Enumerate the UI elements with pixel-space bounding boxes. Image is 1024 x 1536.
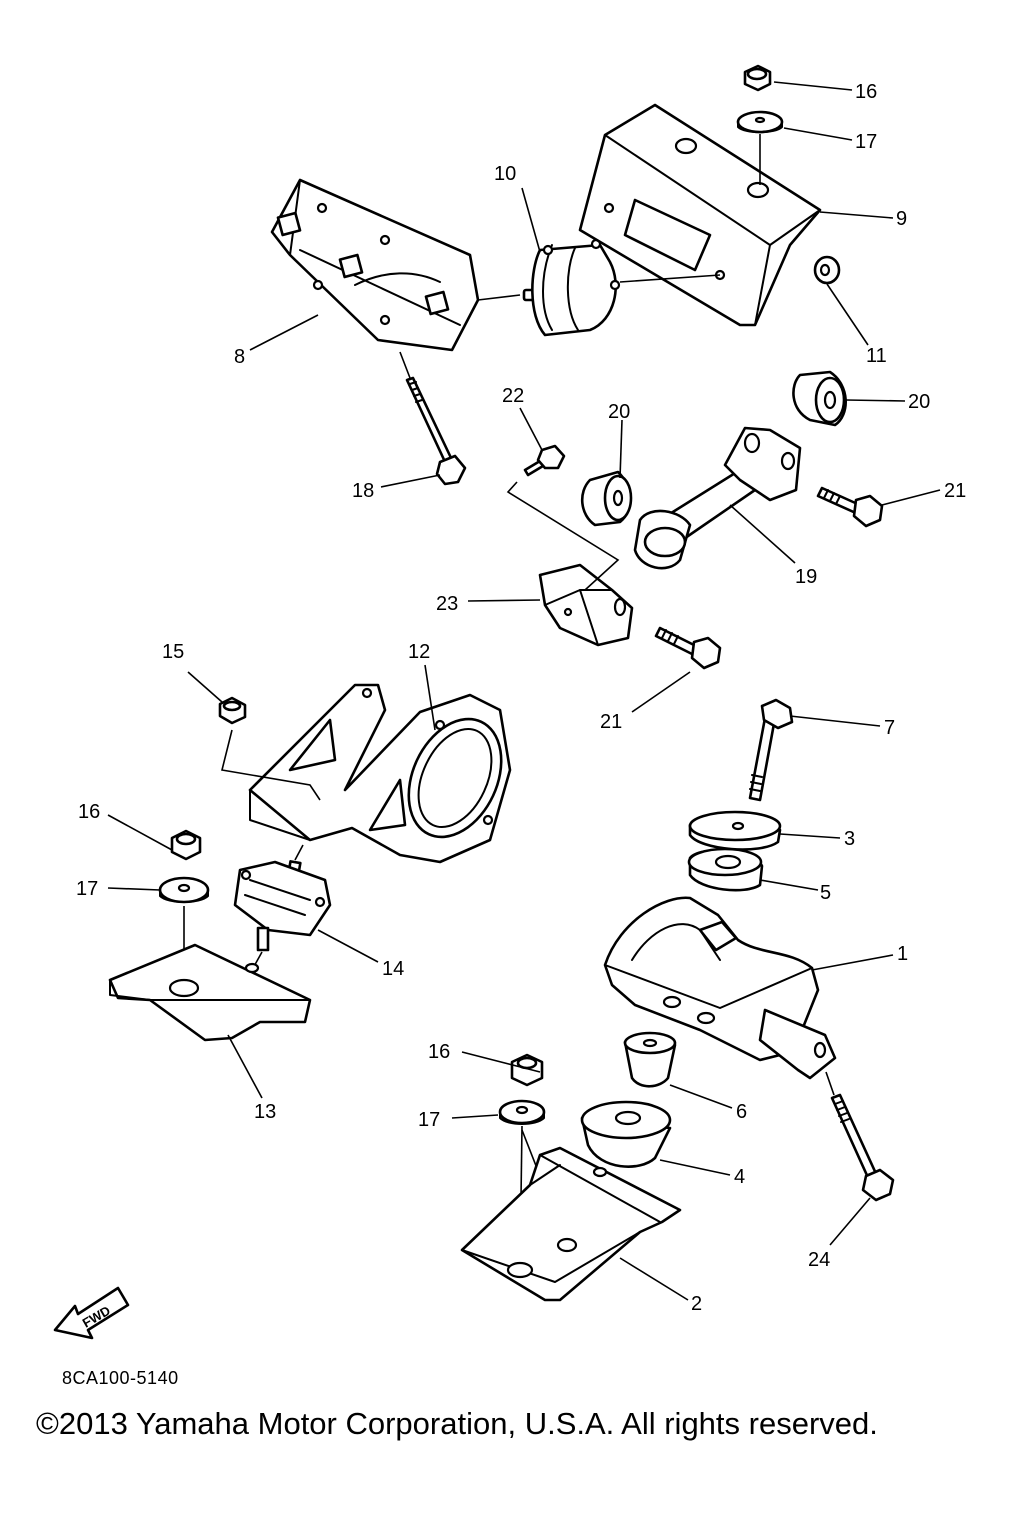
part-4-damper (580, 1100, 672, 1168)
callout-17-left: 17 (76, 878, 98, 900)
part-7-bolt (748, 698, 794, 802)
callout-4: 4 (734, 1166, 745, 1188)
callout-14: 14 (382, 958, 404, 980)
callout-3: 3 (844, 828, 855, 850)
callout-13: 13 (254, 1101, 276, 1123)
part-15-nut (218, 696, 247, 725)
part-1-main-bracket (603, 896, 837, 1080)
callout-21-upper: 21 (944, 480, 966, 502)
part-21-bolt-lower (654, 626, 722, 670)
part-10-rubber-mount (522, 238, 621, 337)
callout-leaders (107, 81, 941, 1301)
callout-17-bottom: 17 (418, 1109, 440, 1131)
part-21-bolt-upper (816, 486, 884, 528)
callout-21-lower: 21 (600, 711, 622, 733)
callout-16-top: 16 (855, 81, 877, 103)
part-17-washer-left (158, 876, 210, 904)
callout-12: 12 (408, 641, 430, 663)
part-16-nut-bottom (510, 1053, 544, 1087)
part-17-washer-bottom (498, 1099, 546, 1125)
part-2-lower-bracket (460, 1146, 682, 1302)
part-12-bracket (248, 683, 512, 864)
part-20-bushing-center (581, 470, 633, 527)
callout-6: 6 (736, 1101, 747, 1123)
callout-8: 8 (234, 346, 245, 368)
callout-23: 23 (436, 593, 458, 615)
part-13-base-plate (108, 943, 312, 1042)
part-6-collar (623, 1031, 677, 1088)
part-18-bolt-long (405, 376, 467, 486)
callout-1: 1 (897, 943, 908, 965)
callout-16-bottom: 16 (428, 1041, 450, 1063)
part-19-torque-link (633, 426, 802, 570)
copyright-notice: ©2013 Yamaha Motor Corporation, U.S.A. A… (36, 1406, 878, 1441)
callout-20-center: 20 (608, 401, 630, 423)
callout-labels: 16 17 9 11 10 8 18 22 20 20 21 19 23 21 … (76, 81, 966, 1315)
part-24-bolt (830, 1093, 895, 1202)
callout-18: 18 (352, 480, 374, 502)
part-16-nut-top (743, 64, 772, 92)
callout-16-left: 16 (78, 801, 100, 823)
part-20-bushing-upper (792, 370, 847, 427)
part-5-rubber-washer (687, 847, 764, 892)
part-22-small-bolt (523, 444, 566, 477)
callout-20-upper: 20 (908, 391, 930, 413)
part-11-collar (813, 255, 841, 285)
callout-2: 2 (691, 1293, 702, 1315)
part-16-nut-left (170, 829, 202, 861)
callout-22: 22 (502, 385, 524, 407)
callout-11: 11 (866, 345, 887, 367)
callout-10: 10 (494, 163, 516, 185)
fwd-arrow-icon: FWD (53, 1286, 130, 1340)
part-23-link-bracket (538, 563, 634, 647)
part-17-washer-top (736, 110, 784, 134)
callout-24: 24 (808, 1249, 830, 1271)
callout-9: 9 (896, 208, 907, 230)
callout-7: 7 (884, 717, 895, 739)
part-14-rubber-mount (233, 860, 332, 952)
drawing-number: 8CA100-5140 (62, 1368, 179, 1388)
callout-5: 5 (820, 882, 831, 904)
part-8-front-bracket (270, 178, 480, 352)
callout-17-top: 17 (855, 131, 877, 153)
callout-19: 19 (795, 566, 817, 588)
callout-15: 15 (162, 641, 184, 663)
part-3-washer (688, 810, 782, 851)
